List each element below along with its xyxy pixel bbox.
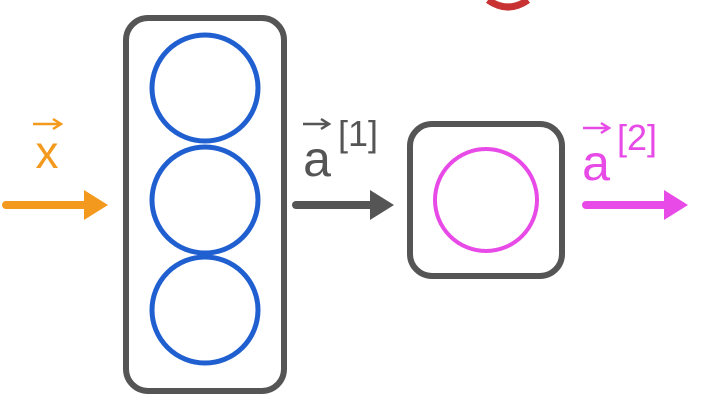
input-x-symbol: x [36,126,59,178]
hidden-unit-1 [149,32,261,144]
output-unit-1 [433,147,539,253]
a1-superscript: [1] [338,113,378,154]
a2-vector-arrowhead [600,121,612,135]
a1-vector-arrowhead [320,117,332,131]
a1-symbol: a [303,131,331,187]
input-arrow [2,190,108,220]
hidden-to-output-arrow [292,190,394,220]
output-label: a [2] [582,117,657,191]
output-arrow [582,190,688,220]
top-partial-mark [485,0,531,11]
input-x-label: x [33,117,64,178]
hidden-output-label: a [1] [303,113,378,187]
hidden-unit-2 [149,144,261,256]
input-x-vector-arrowhead [52,117,64,131]
a2-superscript: [2] [617,117,657,158]
a2-symbol: a [582,135,610,191]
hidden-unit-3 [149,254,261,366]
hidden-layer-box [123,15,287,394]
output-layer-box [407,121,565,279]
